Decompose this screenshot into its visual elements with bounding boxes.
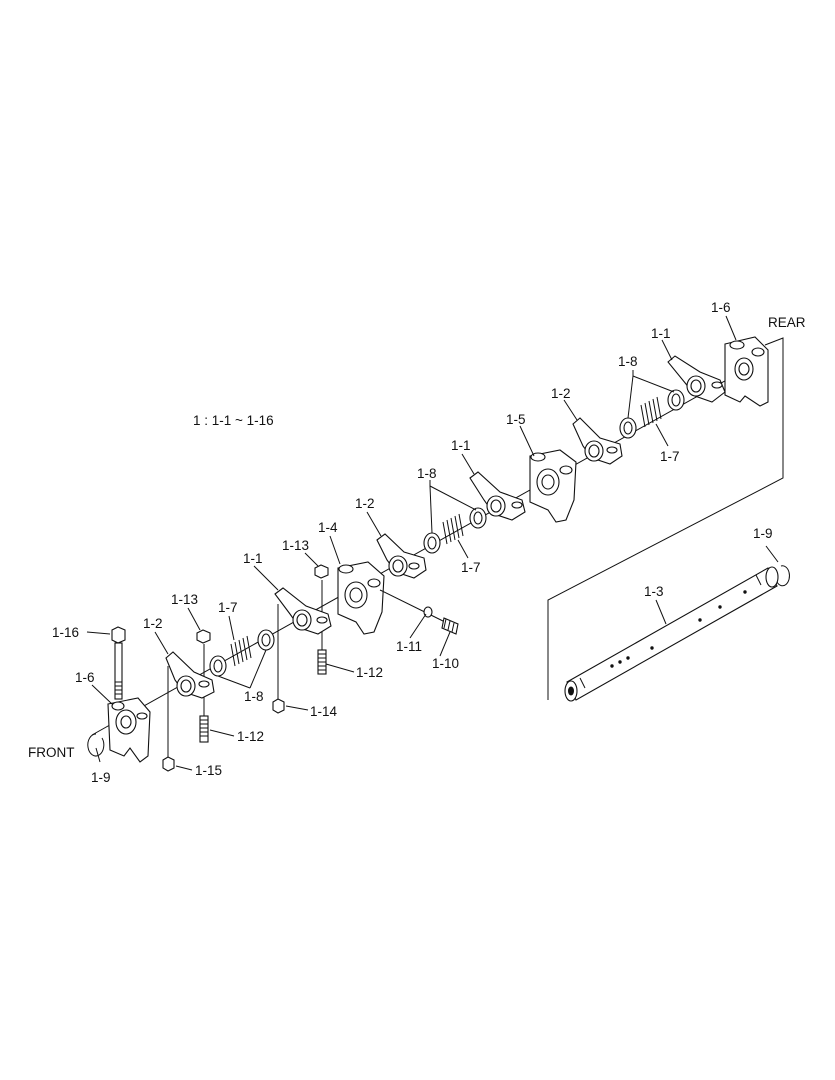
callout-1-2-mid: 1-2 bbox=[355, 496, 375, 511]
washer-1-8-front bbox=[209, 629, 275, 677]
callout-1-1-front: 1-1 bbox=[243, 551, 263, 566]
shaft-detail-bracket bbox=[547, 337, 784, 700]
callout-1-7-rear: 1-7 bbox=[660, 449, 680, 464]
callout-1-14: 1-14 bbox=[310, 704, 338, 719]
callout-1-6-rear: 1-6 bbox=[711, 300, 731, 315]
rocker-arm-1-1-front bbox=[274, 587, 332, 635]
rocker-arm-1-2-front bbox=[165, 651, 215, 699]
callout-1-1-rear: 1-1 bbox=[651, 326, 671, 341]
callout-1-5: 1-5 bbox=[506, 412, 526, 427]
spring-1-7-rear bbox=[640, 396, 662, 428]
washer-1-8-rear bbox=[619, 389, 685, 439]
callout-1-7-front: 1-7 bbox=[218, 600, 238, 615]
callout-1-13-upper: 1-13 bbox=[282, 538, 309, 553]
callout-1-6-front: 1-6 bbox=[75, 670, 95, 685]
center-bracket-1-5 bbox=[529, 449, 577, 523]
front-direction-label: FRONT bbox=[28, 745, 75, 760]
shaft-axis-line bbox=[91, 367, 749, 736]
washer-1-8-mid bbox=[423, 507, 487, 554]
rocker-shaft-1-3 bbox=[564, 566, 779, 702]
nut-1-13-upper bbox=[314, 564, 329, 579]
callout-1-11: 1-11 bbox=[396, 639, 422, 654]
rear-direction-label: REAR bbox=[768, 315, 806, 330]
spring-1-7-front bbox=[230, 635, 252, 667]
stud-1-12-upper bbox=[317, 649, 327, 675]
screw-1-15 bbox=[162, 756, 175, 772]
front-bracket-1-6 bbox=[107, 697, 151, 763]
callout-1-9-rear: 1-9 bbox=[753, 526, 773, 541]
callout-1-13-lower: 1-13 bbox=[171, 592, 198, 607]
screw-1-10 bbox=[441, 617, 459, 635]
callout-1-16: 1-16 bbox=[52, 625, 79, 640]
screw-1-14 bbox=[272, 698, 285, 714]
snap-ring-1-9-front bbox=[87, 733, 105, 757]
stud-1-12-lower bbox=[199, 715, 209, 743]
callout-1-8-rear: 1-8 bbox=[618, 354, 638, 369]
oil-screw-axis bbox=[379, 589, 446, 623]
callout-1-15: 1-15 bbox=[195, 763, 222, 778]
callout-1-2-front: 1-2 bbox=[143, 616, 163, 631]
callout-1-1-mid: 1-1 bbox=[451, 438, 471, 453]
leader-lines bbox=[86, 315, 779, 771]
callout-1-4: 1-4 bbox=[318, 520, 338, 535]
bracket-1-4 bbox=[337, 561, 385, 635]
callout-1-10: 1-10 bbox=[432, 656, 459, 671]
rocker-arm-1-1-rear bbox=[667, 355, 726, 403]
callout-1-8-front: 1-8 bbox=[244, 689, 264, 704]
rocker-arm-1-2-mid bbox=[376, 533, 427, 579]
callout-1-8-mid: 1-8 bbox=[417, 466, 437, 481]
rocker-arm-1-1-mid bbox=[469, 471, 526, 521]
nut-1-13-lower bbox=[196, 629, 211, 644]
callout-1-9-front: 1-9 bbox=[91, 770, 111, 785]
bolt-1-16 bbox=[111, 626, 126, 700]
callout-1-7-mid: 1-7 bbox=[461, 560, 481, 575]
spring-1-7-mid bbox=[442, 513, 464, 545]
callout-1-2-rear: 1-2 bbox=[551, 386, 571, 401]
callout-1-12-lower: 1-12 bbox=[237, 729, 264, 744]
snap-ring-1-9-rear bbox=[776, 565, 790, 587]
callout-1-3: 1-3 bbox=[644, 584, 664, 599]
rocker-arm-1-2-rear bbox=[572, 417, 623, 465]
legend-text: 1 : 1-1 ~ 1-16 bbox=[193, 413, 274, 428]
callout-1-12-upper: 1-12 bbox=[356, 665, 383, 680]
rear-bracket-1-6 bbox=[724, 336, 769, 407]
